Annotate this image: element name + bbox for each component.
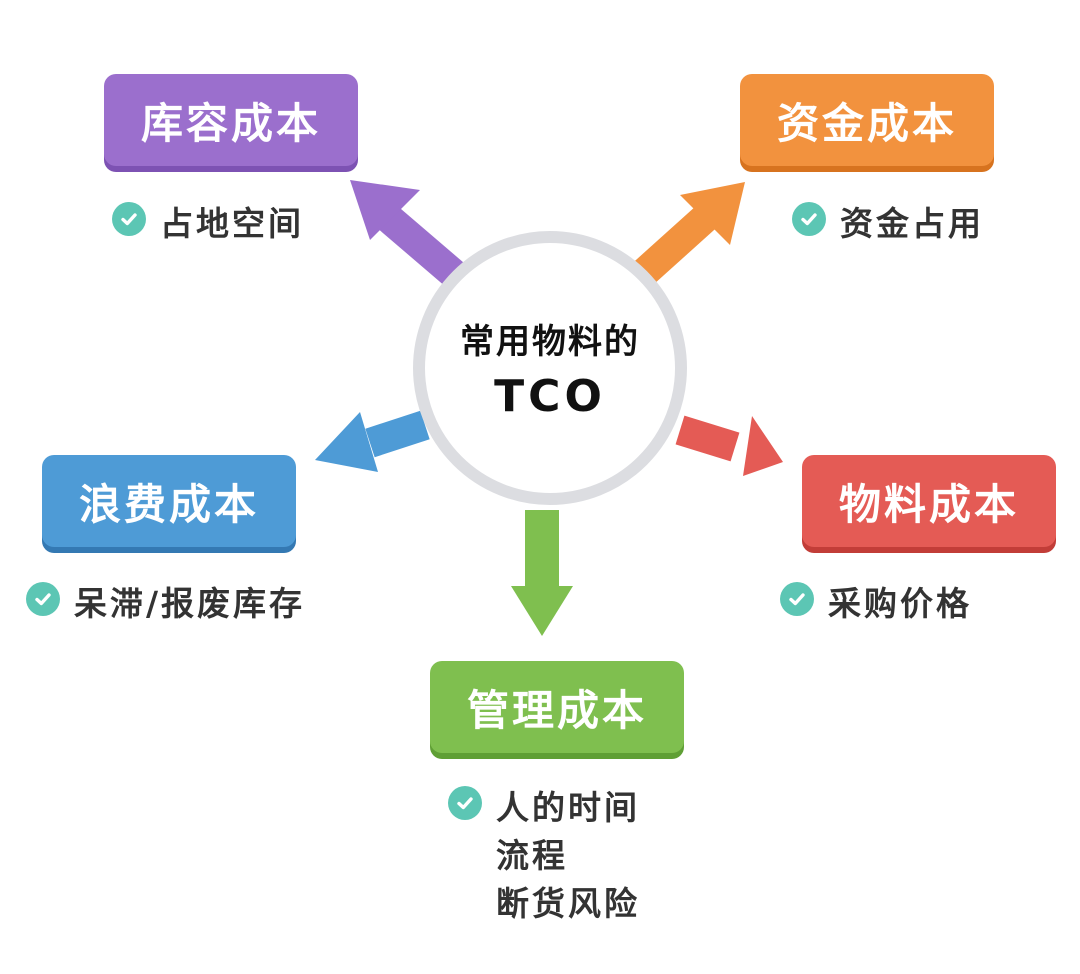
capital-cost-label: 资金成本	[776, 98, 957, 148]
arrow-capital	[634, 182, 745, 284]
management-cost-box: 管理成本	[430, 661, 684, 753]
hub-subtitle: TCO	[494, 371, 606, 422]
detail-item: 采购价格	[828, 584, 972, 623]
capital-cost-detail: 资金占用	[792, 200, 984, 248]
arrow-storage	[350, 180, 465, 287]
waste-cost-box: 浪费成本	[42, 455, 296, 547]
arrow-waste	[315, 410, 430, 472]
check-circle-icon	[448, 786, 482, 820]
arrow-material	[675, 415, 783, 476]
capital-cost-box: 资金成本	[740, 74, 994, 166]
management-cost-label: 管理成本	[466, 685, 647, 735]
detail-item: 资金占用	[840, 204, 984, 243]
material-cost-box: 物料成本	[802, 455, 1056, 547]
check-circle-icon	[780, 582, 814, 616]
check-circle-icon	[112, 202, 146, 236]
waste-cost-detail: 呆滞/报废库存	[26, 580, 305, 628]
detail-item: 占地空间	[160, 204, 304, 243]
arrow-manage	[511, 510, 573, 636]
check-circle-icon	[26, 582, 60, 616]
waste-cost-label: 浪费成本	[78, 479, 259, 529]
detail-item: 人的时间	[496, 788, 640, 827]
storage-cost-label: 库容成本	[140, 98, 321, 148]
storage-cost-detail: 占地空间	[112, 200, 304, 248]
material-cost-detail: 采购价格	[780, 580, 972, 628]
check-circle-icon	[792, 202, 826, 236]
management-cost-detail: 人的时间 流程 断货风险	[448, 784, 640, 928]
storage-cost-box: 库容成本	[104, 74, 358, 166]
center-circle: 常用物料的 TCO	[413, 231, 687, 505]
material-cost-label: 物料成本	[838, 479, 1019, 529]
detail-item: 断货风险	[496, 884, 640, 923]
detail-item: 呆滞/报废库存	[74, 584, 306, 623]
hub-title: 常用物料的	[460, 322, 640, 362]
detail-item: 流程	[496, 836, 568, 875]
